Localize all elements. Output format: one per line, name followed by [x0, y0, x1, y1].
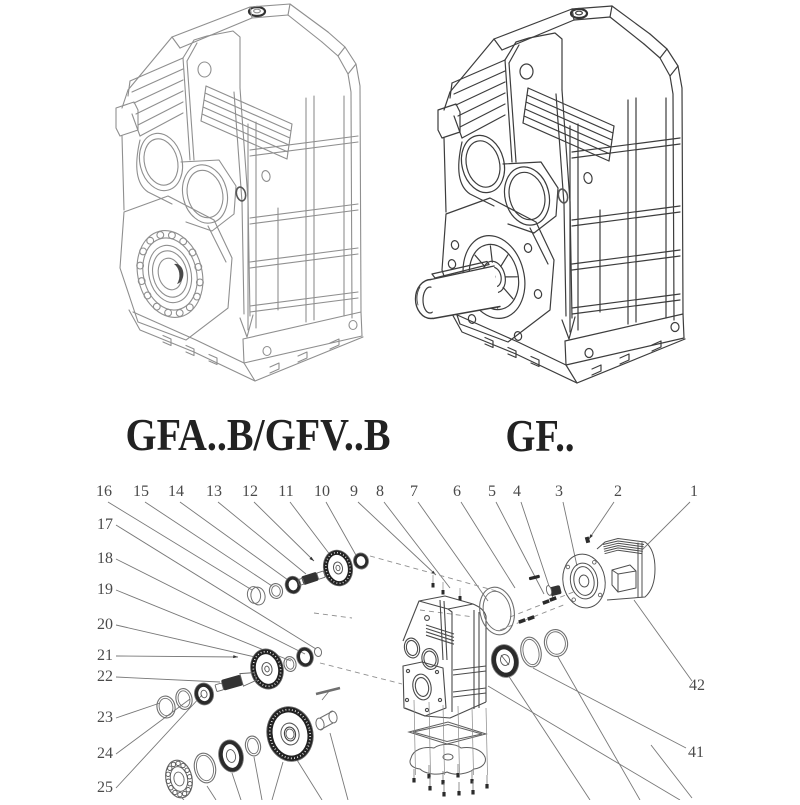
svg-text:10: 10	[314, 483, 330, 500]
svg-text:20: 20	[97, 616, 113, 633]
svg-text:GFA..B/GFV..B: GFA..B/GFV..B	[126, 409, 391, 460]
svg-text:14: 14	[168, 483, 184, 500]
svg-text:23: 23	[97, 709, 113, 726]
svg-text:5: 5	[488, 483, 496, 500]
svg-text:19: 19	[97, 581, 113, 598]
svg-text:9: 9	[350, 483, 358, 500]
svg-text:25: 25	[97, 779, 113, 796]
svg-text:17: 17	[97, 516, 113, 533]
svg-text:16: 16	[96, 483, 112, 500]
svg-text:41: 41	[688, 744, 704, 761]
svg-text:18: 18	[97, 550, 113, 567]
svg-text:6: 6	[453, 483, 461, 500]
svg-text:15: 15	[133, 483, 149, 500]
svg-text:11: 11	[278, 483, 293, 500]
svg-text:7: 7	[410, 483, 418, 500]
svg-text:24: 24	[97, 745, 113, 762]
svg-text:22: 22	[97, 668, 113, 685]
svg-text:4: 4	[513, 483, 521, 500]
svg-text:3: 3	[555, 483, 563, 500]
svg-text:8: 8	[376, 483, 384, 500]
svg-text:GF..: GF..	[506, 410, 575, 461]
svg-text:21: 21	[97, 647, 113, 664]
svg-text:13: 13	[206, 483, 222, 500]
svg-text:2: 2	[614, 483, 622, 500]
svg-text:1: 1	[690, 483, 698, 500]
svg-text:12: 12	[242, 483, 258, 500]
